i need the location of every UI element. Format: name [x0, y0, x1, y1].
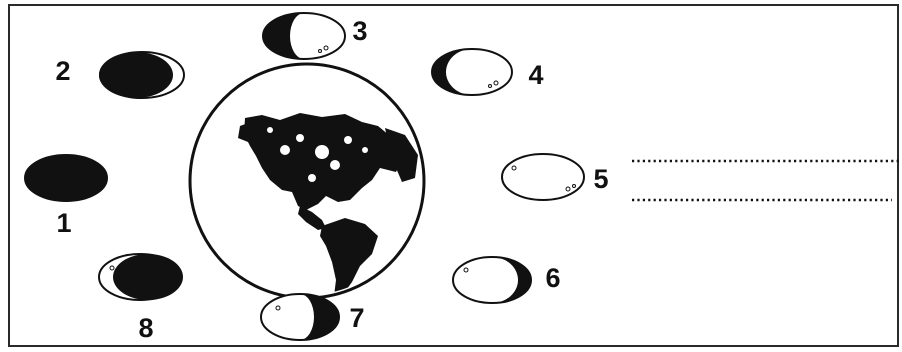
moon-phase-3	[263, 13, 345, 59]
phase-label-7: 7	[349, 303, 364, 333]
phase-label-5: 5	[593, 164, 608, 194]
phase-label-1: 1	[56, 208, 71, 238]
phase-label-3: 3	[352, 16, 367, 46]
phase-label-8: 8	[138, 313, 153, 343]
moon-phase-1	[25, 155, 107, 201]
moon-phase-2	[99, 52, 184, 98]
moon-phase-8	[99, 254, 183, 300]
earth	[190, 64, 424, 298]
moon-phase-4	[432, 49, 512, 95]
phase-label-2: 2	[55, 56, 70, 86]
moon-phase-6	[453, 257, 531, 303]
moon-phase-5	[502, 154, 584, 200]
phase-label-6: 6	[545, 263, 560, 293]
moon-phase-7	[261, 294, 339, 340]
phase-label-4: 4	[528, 60, 543, 90]
